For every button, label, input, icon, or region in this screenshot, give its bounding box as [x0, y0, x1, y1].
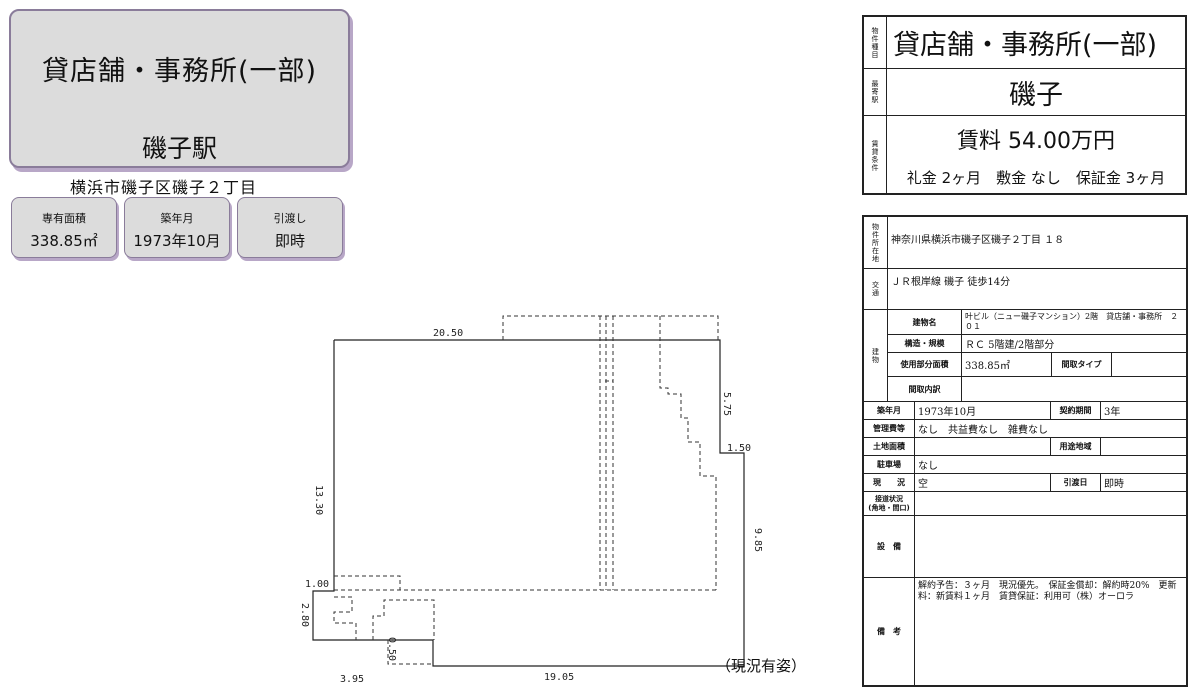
summary-rent: 賃料 54.00万円 — [957, 129, 1115, 154]
transport-value: ＪＲ根岸線 磯子 徒歩14分 — [891, 277, 1011, 288]
building-name-value: 叶ビル（ニュー磯子マンション）2階 貸店舗・事務所 ２０１ — [965, 312, 1179, 331]
dim-top: 20.50 — [433, 328, 463, 339]
row-parking: 駐車場 なし — [864, 456, 1186, 474]
handover-label: 引渡日 — [1051, 474, 1101, 491]
property-type-title: 貸店舗・事務所(一部) — [41, 56, 318, 87]
summary-terms-row: 賃貸条件 賃料 54.00万円 礼金 2ヶ月 敷金 なし 保証金 3ヶ月 — [864, 116, 1185, 195]
status-label: 現 況 — [864, 474, 915, 491]
fees-label: 管理費等 — [864, 420, 915, 437]
dim-bl-c: 3.95 — [340, 674, 364, 685]
contract-label: 契約期間 — [1051, 402, 1101, 419]
row-facilities: 設 備 — [864, 516, 1186, 578]
contract-value: 3年 — [1104, 407, 1121, 418]
parking-label: 駐車場 — [864, 456, 915, 473]
location-value: 神奈川県横浜市磯子区磯子２丁目 １８ — [891, 235, 1065, 246]
land-area-value — [915, 438, 1051, 455]
summary-box: 物件種目 貸店舗・事務所(一部) 最寄駅 磯子 賃貸条件 賃料 54.00万円 … — [862, 15, 1187, 195]
road-value — [915, 492, 1186, 515]
area-value: 338.85㎡ — [962, 353, 1052, 376]
row-location: 物件所在地 神奈川県横浜市磯子区磯子２丁目 １８ — [864, 217, 1186, 269]
remarks-value: 解約予告：３ヶ月 現況優先。 保証金償却：解約時20% 更新料：新賃料１ヶ月 賃… — [918, 581, 1177, 602]
summary-type-value: 貸店舗・事務所(一部) — [893, 30, 1158, 61]
dim-right-upper: 5.75 — [721, 392, 732, 416]
transport-label: 交通 — [864, 269, 888, 309]
row-transport: 交通 ＪＲ根岸線 磯子 徒歩14分 — [864, 269, 1186, 310]
summary-station-label: 最寄駅 — [864, 69, 887, 115]
land-area-label: 土地面積 — [864, 438, 915, 455]
row-building: 建物 建物名 叶ビル（ニュー磯子マンション）2階 貸店舗・事務所 ２０１ 構造・… — [864, 310, 1186, 402]
dim-bl-a: 1.00 — [305, 579, 329, 590]
address: 横浜市磯子区磯子２丁目 — [70, 178, 258, 197]
row-fees: 管理費等 なし 共益費なし 雑費なし — [864, 420, 1186, 438]
building-label: 建物 — [864, 310, 888, 401]
built-value: 1973年10月 — [915, 402, 1051, 419]
floor-plan: 20.50 13.30 5.75 1.50 9.85 19.05 1.00 2.… — [299, 315, 763, 685]
dim-left: 13.30 — [313, 485, 324, 515]
summary-station-value: 磯子 — [1009, 79, 1063, 111]
row-land: 土地面積 用途地域 — [864, 438, 1186, 456]
stat-built-label: 築年月 — [160, 212, 194, 225]
row-road: 接道状況 (角地・間口) — [864, 492, 1186, 516]
summary-station-row: 最寄駅 磯子 — [864, 69, 1185, 116]
summary-type-row: 物件種目 貸店舗・事務所(一部) — [864, 17, 1185, 69]
as-is-note: （現況有姿） — [716, 657, 807, 675]
layout-type-label: 間取タイプ — [1052, 353, 1112, 376]
structure-label: 構造・規模 — [888, 335, 962, 352]
summary-conditions: 礼金 2ヶ月 敷金 なし 保証金 3ヶ月 — [906, 169, 1166, 187]
details-table: 物件所在地 神奈川県横浜市磯子区磯子２丁目 １８ 交通 ＪＲ根岸線 磯子 徒歩1… — [862, 215, 1188, 687]
dim-bl-d: 0.50 — [386, 637, 397, 661]
dim-bl-b: 2.80 — [299, 603, 310, 627]
plan-dashed-upper — [502, 315, 719, 340]
fees-value: なし 共益費なし 雑費なし — [918, 425, 1048, 436]
layout-type-value — [1112, 353, 1186, 376]
plan-outline — [312, 339, 745, 667]
stat-built: 築年月 1973年10月 — [124, 197, 230, 258]
zoning-label: 用途地域 — [1051, 438, 1101, 455]
structure-value: ＲＣ 5階建/2階部分 — [965, 340, 1055, 351]
handover-value: 即時 — [1104, 479, 1124, 490]
dim-right-lower: 9.85 — [752, 528, 763, 552]
area-label: 使用部分面積 — [888, 353, 962, 376]
facilities-value — [915, 516, 1186, 577]
stat-area-label: 専有面積 — [42, 212, 86, 225]
stat-handover-label: 引渡し — [273, 212, 307, 225]
stat-area-value: 338.85㎡ — [30, 232, 98, 250]
facilities-label: 設 備 — [864, 516, 915, 577]
stat-built-value: 1973年10月 — [133, 232, 221, 250]
summary-terms-label: 賃貸条件 — [864, 116, 887, 195]
row-remarks: 備 考 解約予告：３ヶ月 現況優先。 保証金償却：解約時20% 更新料：新賃料１… — [864, 578, 1186, 685]
remarks-label: 備 考 — [864, 578, 915, 685]
title-card: 貸店舗・事務所(一部) 磯子駅 — [9, 9, 350, 168]
layout-detail-value — [962, 377, 1186, 402]
stat-handover: 引渡し 即時 — [237, 197, 343, 258]
summary-type-label: 物件種目 — [864, 17, 887, 68]
built-label: 築年月 — [864, 402, 915, 419]
stat-handover-value: 即時 — [274, 232, 305, 250]
dim-bottom: 19.05 — [544, 672, 574, 683]
row-built: 築年月 1973年10月 契約期間 3年 — [864, 402, 1186, 420]
zoning-value — [1101, 438, 1186, 455]
parking-value: なし — [918, 461, 938, 472]
row-status: 現 況 空 引渡日 即時 — [864, 474, 1186, 492]
road-label: 接道状況 (角地・間口) — [864, 492, 915, 515]
layout-detail-label: 間取内訳 — [888, 377, 962, 402]
location-label: 物件所在地 — [864, 217, 888, 268]
station-name: 磯子駅 — [141, 134, 217, 163]
building-name-label: 建物名 — [888, 310, 962, 334]
stat-area: 専有面積 338.85㎡ — [11, 197, 117, 258]
status-value: 空 — [915, 474, 1051, 491]
dim-right-step: 1.50 — [727, 443, 751, 454]
